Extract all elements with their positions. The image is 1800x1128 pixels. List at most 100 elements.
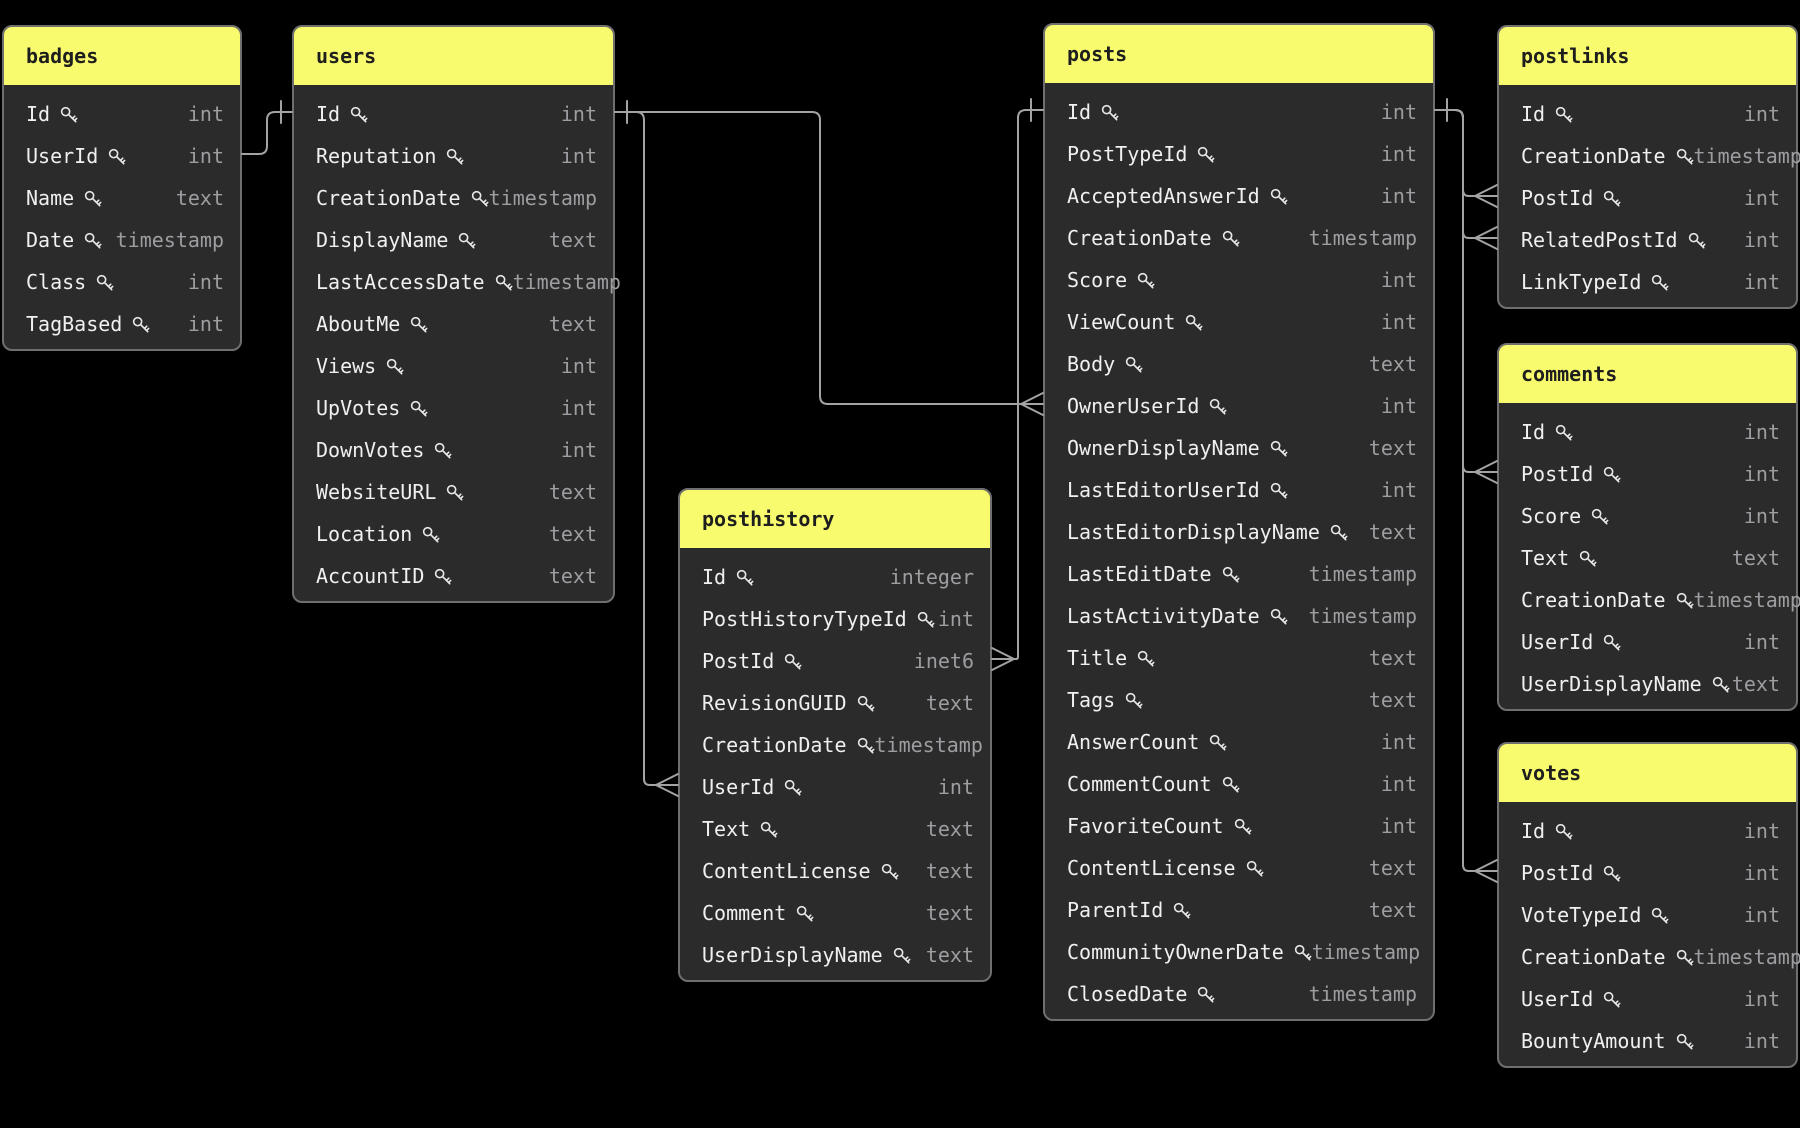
table-title: posthistory [702, 507, 835, 531]
table-fields: Id integer PostHistoryTypeId int PostId [680, 548, 990, 980]
table-comments[interactable]: comments Id int PostId int [1497, 343, 1800, 711]
field-name: Reputation [316, 144, 437, 168]
table-field-row: VoteTypeId int [1499, 894, 1796, 936]
field-name: Id [1521, 819, 1546, 843]
field-name: LastAccessDate [316, 270, 485, 294]
field-type: int [560, 438, 597, 462]
primary-key-icon [795, 904, 814, 923]
field-name: Id [1067, 100, 1092, 124]
field-type: timestamp [1308, 982, 1417, 1006]
table-field-row: Text text [680, 808, 990, 850]
relationship-edge [1013, 109, 1044, 660]
table-posts[interactable]: posts Id int PostTypeId int [1043, 23, 1435, 1021]
primary-key-icon [470, 189, 489, 208]
field-name: DownVotes [316, 438, 425, 462]
field-type: int [187, 312, 224, 336]
primary-key-icon [1221, 229, 1240, 248]
primary-key-icon [409, 399, 428, 418]
field-name: ContentLicense [1067, 856, 1236, 880]
field-type: integer [889, 565, 974, 589]
field-name: Body [1067, 352, 1116, 376]
table-field-row: Comment text [680, 892, 990, 934]
primary-key-icon [409, 315, 428, 334]
field-name: Views [316, 354, 377, 378]
table-posthistory[interactable]: posthistory Id integer PostHistoryTypeId [678, 488, 992, 982]
field-type: text [548, 312, 597, 336]
table-header[interactable]: posthistory [680, 490, 990, 548]
table-badges[interactable]: badges Id int UserId int [2, 25, 242, 351]
field-name: BountyAmount [1521, 1029, 1666, 1053]
table-users[interactable]: users Id int Reputation int [292, 25, 621, 603]
table-field-row: UserId int [680, 766, 990, 808]
table-field-row: AnswerCount int [1045, 721, 1433, 763]
table-field-row: PostId int [1499, 852, 1796, 894]
field-name: CommentCount [1067, 772, 1212, 796]
table-field-row: FavoriteCount int [1045, 805, 1433, 847]
field-type: int [1380, 184, 1417, 208]
primary-key-icon [349, 105, 368, 124]
primary-key-icon [445, 147, 464, 166]
primary-key-icon [1293, 943, 1312, 962]
table-field-row: Views int [294, 345, 613, 387]
primary-key-icon [1269, 187, 1288, 206]
primary-key-icon [783, 778, 802, 797]
field-name: VoteTypeId [1521, 903, 1642, 927]
table-field-row: Name text [4, 177, 240, 219]
primary-key-icon [1578, 549, 1597, 568]
table-header[interactable]: votes [1499, 744, 1796, 802]
field-name: ContentLicense [702, 859, 871, 883]
primary-key-icon [1602, 990, 1621, 1009]
table-header[interactable]: posts [1045, 25, 1433, 83]
primary-key-icon [433, 441, 452, 460]
field-type: text [548, 480, 597, 504]
field-name: Location [316, 522, 413, 546]
field-type: text [175, 186, 224, 210]
field-type: inet6 [913, 649, 974, 673]
field-type: timestamp [1693, 945, 1800, 969]
field-name: PostTypeId [1067, 142, 1188, 166]
table-fields: Id int PostTypeId int AcceptedAnswerId [1045, 83, 1433, 1019]
table-fields: Id int UserId int Name [4, 85, 240, 349]
field-name: Id [1521, 420, 1546, 444]
field-name: UserDisplayName [702, 943, 883, 967]
field-name: PostId [1521, 462, 1594, 486]
field-name: LastEditorUserId [1067, 478, 1260, 502]
table-fields: Id int CreationDate timestamp PostId [1499, 85, 1800, 307]
table-field-row: LastActivityDate timestamp [1045, 595, 1433, 637]
relationship-edge [614, 111, 1022, 405]
table-postlinks[interactable]: postlinks Id int CreationDate time [1497, 25, 1800, 309]
field-name: Id [26, 102, 51, 126]
field-name: CreationDate [702, 733, 847, 757]
table-title: badges [26, 44, 99, 68]
field-type: text [925, 691, 974, 715]
table-field-row: Text text [1499, 537, 1796, 579]
table-field-row: Score int [1045, 259, 1433, 301]
table-header[interactable]: postlinks [1499, 27, 1796, 85]
table-field-row: Id int [1499, 411, 1796, 453]
field-name: CommunityOwnerDate [1067, 940, 1284, 964]
primary-key-icon [433, 567, 452, 586]
field-name: Name [26, 186, 75, 210]
table-field-row: Id integer [680, 556, 990, 598]
table-field-row: TagBased int [4, 303, 240, 345]
field-type: text [1368, 352, 1417, 376]
field-name: PostId [702, 649, 775, 673]
field-type: int [937, 775, 974, 799]
primary-key-icon [1136, 649, 1155, 668]
field-name: Text [702, 817, 751, 841]
table-field-row: CreationDate timestamp [294, 177, 613, 219]
field-name: UserDisplayName [1521, 672, 1702, 696]
primary-key-icon [1124, 355, 1143, 374]
table-votes[interactable]: votes Id int PostId int [1497, 742, 1800, 1068]
field-type: timestamp [1311, 940, 1421, 964]
table-header[interactable]: comments [1499, 345, 1796, 403]
field-type: int [560, 144, 597, 168]
primary-key-icon [892, 946, 911, 965]
table-field-row: Id int [294, 93, 613, 135]
table-header[interactable]: users [294, 27, 613, 85]
relationship-edge [991, 647, 1015, 671]
field-type: int [560, 396, 597, 420]
table-header[interactable]: badges [4, 27, 240, 85]
field-name: Text [1521, 546, 1570, 570]
